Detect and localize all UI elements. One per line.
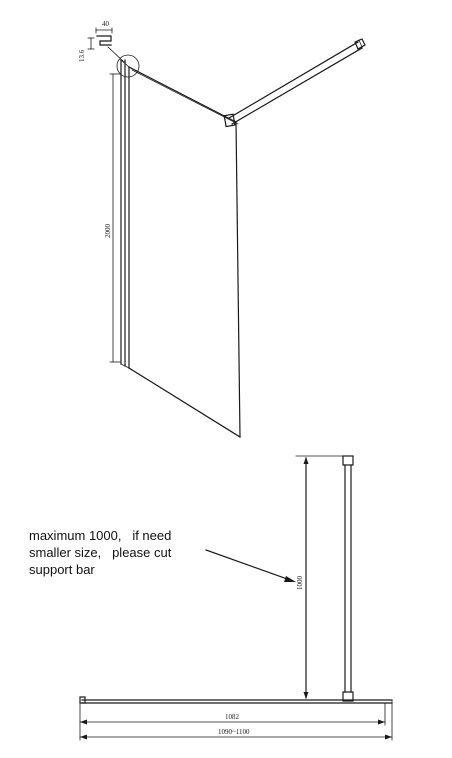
front-view: 1000 1082	[79, 455, 393, 741]
note-line-3: support bar	[29, 562, 95, 577]
support-arm	[223, 38, 366, 128]
note-line-1: maximum 1000, if need	[29, 528, 172, 543]
overall-range-label: 1090~1100	[218, 728, 250, 736]
detail-width-label: 40	[102, 20, 110, 28]
note-arrow	[205, 549, 296, 582]
base-length-label: 1082	[225, 713, 240, 721]
support-bar	[342, 455, 354, 702]
glass-panel	[128, 66, 241, 438]
base-length-dimension: 1082	[79, 713, 386, 725]
base-rail	[79, 696, 393, 741]
height-dimension: 2000	[104, 73, 121, 363]
detail-height-label: 13.6	[78, 49, 86, 62]
overall-range-dimension: 1090~1100	[79, 728, 393, 740]
cut-instruction-note: maximum 1000, if need smaller size, plea…	[29, 527, 229, 578]
support-bar-dimension: 1000	[295, 455, 346, 701]
support-bar-max-label: 1000	[296, 576, 304, 591]
detail-circle	[116, 54, 140, 78]
panel-height-label: 2000	[104, 224, 112, 239]
isometric-view: 40 13.6	[78, 20, 366, 438]
wall-profile	[120, 59, 130, 369]
profile-detail: 40 13.6	[78, 20, 125, 63]
note-line-2: smaller size, please cut	[29, 545, 172, 560]
